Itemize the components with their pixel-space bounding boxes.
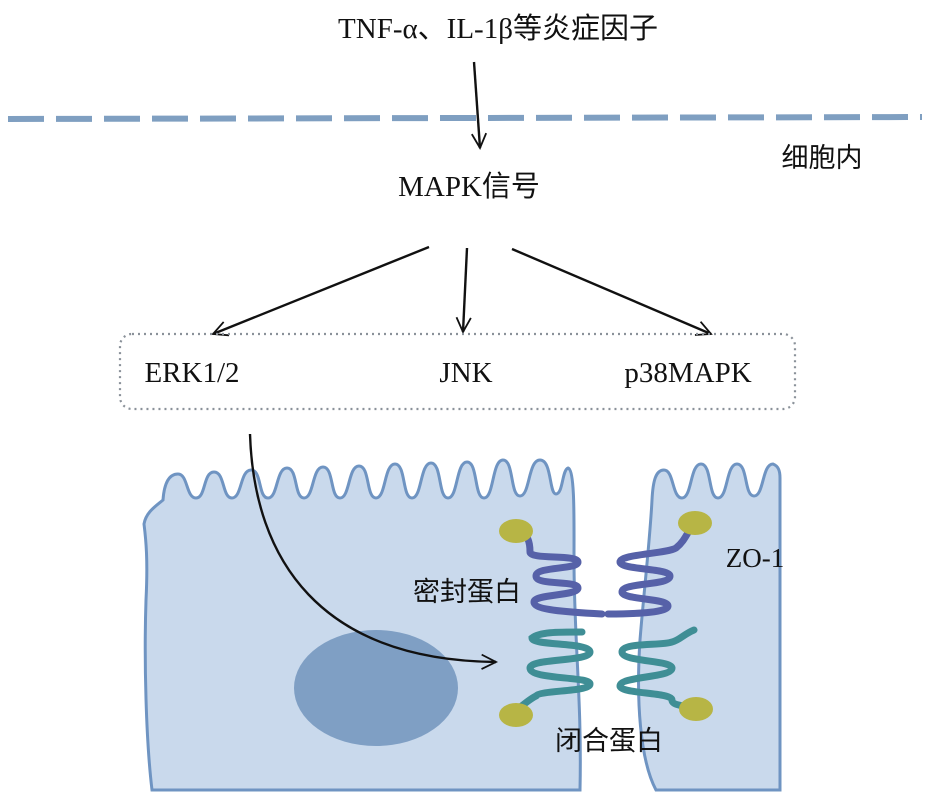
zo1-dot bbox=[499, 519, 533, 543]
cell-membrane-line bbox=[7, 114, 923, 122]
zo1-label: ZO-1 bbox=[726, 543, 784, 573]
arrow-mapk-to-jnk bbox=[463, 247, 467, 332]
arrow-stimulus-to-mapk bbox=[474, 61, 480, 148]
zo1-dot bbox=[679, 697, 713, 721]
arrow-mapk-to-erk bbox=[213, 245, 430, 334]
erk-label: ERK1/2 bbox=[144, 357, 239, 389]
arrow-mapk-to-p38 bbox=[511, 247, 711, 334]
nucleus bbox=[294, 630, 458, 746]
jnk-label: JNK bbox=[439, 357, 492, 389]
claudin-strand-right bbox=[616, 626, 698, 712]
zo1-dot bbox=[499, 703, 533, 727]
claudin-strand-left bbox=[508, 628, 594, 718]
kinase-group-box bbox=[118, 332, 797, 411]
p38-label: p38MAPK bbox=[624, 357, 751, 389]
occludin-strand-right bbox=[604, 520, 698, 618]
claudin-label: 闭合蛋白 bbox=[555, 726, 663, 756]
occludin-strand-left bbox=[514, 526, 606, 618]
mapk-label: MAPK信号 bbox=[398, 170, 540, 203]
arrow-erk-to-junction bbox=[248, 433, 496, 662]
stimulus-label: TNF-α、IL-1β等炎症因子 bbox=[338, 12, 658, 45]
occludin-label: 密封蛋白 bbox=[413, 577, 521, 607]
intracellular-label: 细胞内 bbox=[782, 143, 863, 173]
zo1-dot bbox=[678, 511, 712, 535]
